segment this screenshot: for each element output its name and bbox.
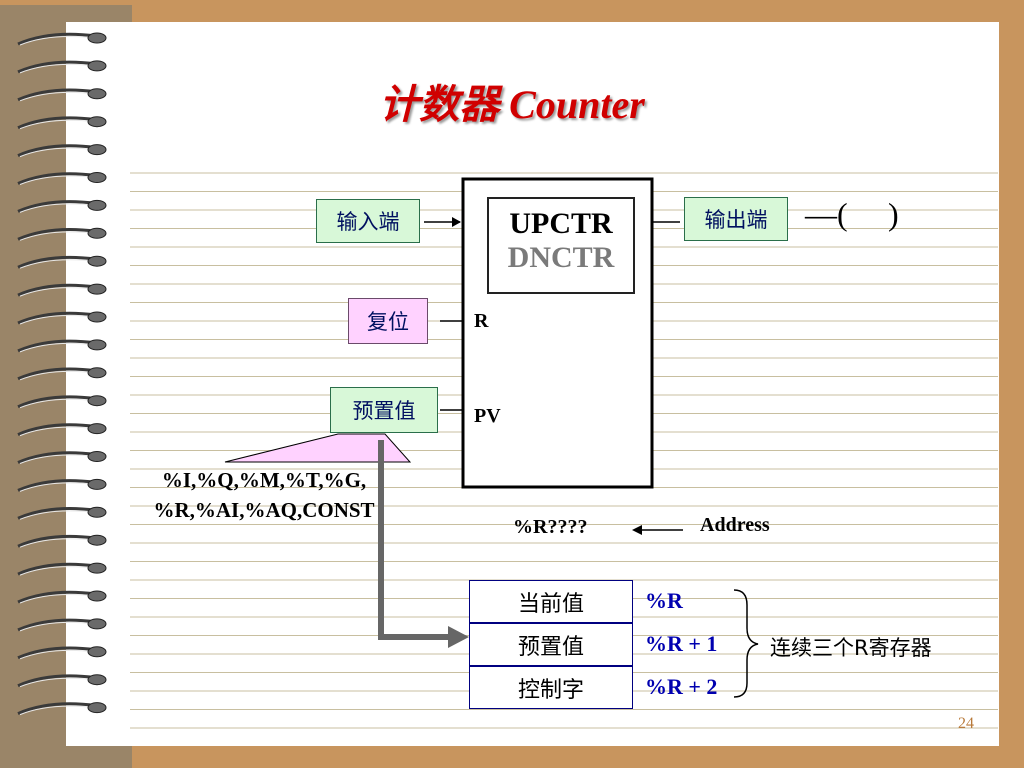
counter-down-label: DNCTR [507,241,615,274]
spiral-ring [17,283,107,297]
page-title: 计数器 Counter [379,82,645,127]
address-label: Address [700,514,770,536]
spiral-ring [17,534,107,548]
spiral-ring [17,227,107,241]
spiral-ring [17,562,107,576]
spiral-ring [17,116,107,130]
output-label-box: 输出端 [684,197,788,241]
register-address: %R + 2 [645,674,718,699]
operand-types-line1: %I,%Q,%M,%T,%G, [161,468,367,492]
spiral-ring [17,172,107,185]
register-name-cell: 当前值 [469,580,633,623]
spiral-ring [17,60,107,74]
spiral-ring [17,590,107,604]
input-arrowhead [452,217,461,227]
operand-types-line2: %R,%AI,%AQ,CONST [153,498,375,522]
spiral-ring [17,88,107,102]
register-name-cell: 控制字 [469,666,633,709]
register-address: %R + 1 [645,631,718,656]
register-brace [733,589,759,698]
preset-label-box: 预置值 [330,387,438,433]
registers-note: 连续三个R寄存器 [770,636,932,660]
spiral-ring [17,478,107,492]
spiral-ring [17,423,107,437]
preset-flow-arrowhead [448,626,469,648]
spiral-ring [17,395,107,409]
operand-types-note: %I,%Q,%M,%T,%G, %R,%AI,%AQ,CONST [118,458,410,532]
spiral-ring [17,702,107,716]
counter-up-label: UPCTR [509,207,613,240]
spiral-ring [17,506,107,520]
reset-pin-label: R [474,310,489,332]
spiral-binding [17,32,107,716]
coil-right: ) [888,196,899,232]
counter-type-box: UPCTR DNCTR [487,197,635,294]
spiral-ring [17,674,107,688]
page-number: 24 [958,715,974,732]
input-label-box: 输入端 [316,199,420,243]
register-address: %R [645,588,683,613]
spiral-ring [17,618,107,632]
address-arrowhead [632,525,642,535]
preset-flow-arrow [378,440,448,640]
coil-left: —( [805,196,848,232]
spiral-ring [17,311,107,325]
reset-label-box: 复位 [348,298,428,344]
spiral-ring [17,32,107,46]
spiral-ring [17,367,107,381]
spiral-ring [17,199,107,213]
address-value: %R???? [513,516,588,538]
register-name-cell: 预置值 [469,623,633,666]
spiral-ring [17,339,107,353]
note-callout-pointer [224,433,412,463]
spiral-ring [17,451,107,464]
spiral-ring [17,144,107,158]
spiral-ring [17,646,107,660]
preset-pin-label: PV [474,405,501,427]
spiral-ring [17,255,107,269]
